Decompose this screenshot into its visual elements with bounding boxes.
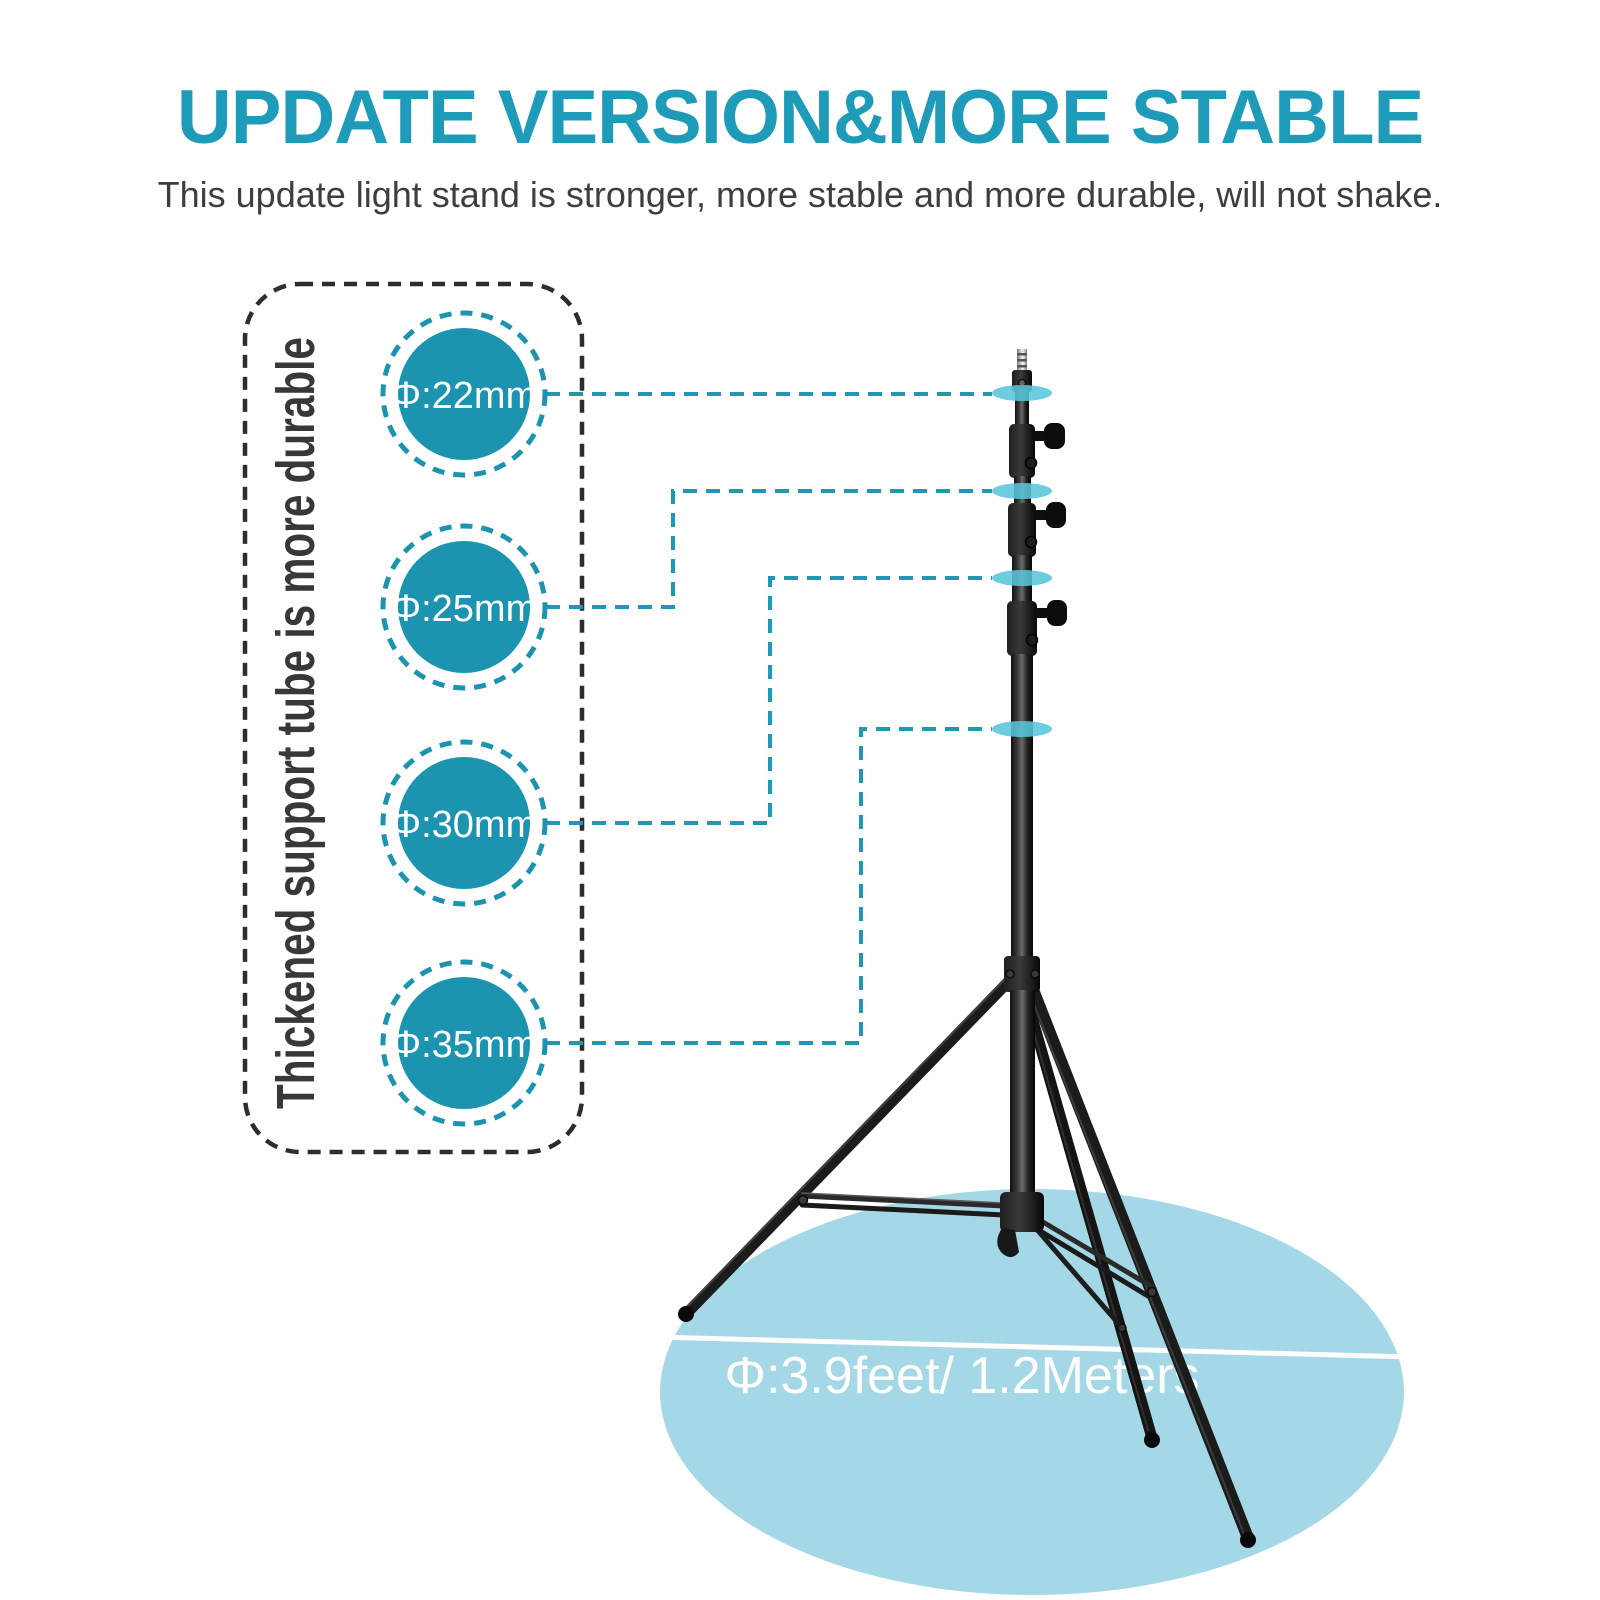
back-leg-highlight <box>1019 983 1149 1431</box>
tripod-legs <box>678 976 1256 1548</box>
tube-section-30mm <box>1011 654 1033 960</box>
locking-knob-2 <box>1046 502 1066 528</box>
right-leg <box>1024 976 1254 1544</box>
page-title: UPDATE VERSION&MORE STABLE <box>176 75 1424 160</box>
knob-stem <box>1034 431 1046 441</box>
collar-bolt <box>1025 633 1039 647</box>
dashed-ring <box>380 739 548 907</box>
base-diameter-label: Φ:3.9feet/ 1.2Meters <box>724 1347 1199 1405</box>
pivot-bolt-right <box>1030 969 1040 979</box>
back-leg-foot <box>1144 1432 1160 1448</box>
pole-highlight-markers <box>992 385 1052 737</box>
spigot-groove <box>1017 353 1027 356</box>
tube-section-35mm <box>1010 990 1035 1196</box>
connector-25mm <box>546 489 992 609</box>
connector-30mm <box>546 576 992 825</box>
base-ellipse <box>660 1189 1404 1595</box>
solid-circle <box>398 757 530 889</box>
highlight-30mm <box>992 570 1052 586</box>
light-stand-illustration <box>678 349 1256 1548</box>
connector-lines <box>546 392 992 1045</box>
highlight-22mm <box>992 385 1052 401</box>
locking-collar-1 <box>1009 424 1035 478</box>
connector-35mm <box>546 727 992 1045</box>
circle-label: Φ:30mm <box>391 804 537 846</box>
left-leg <box>682 976 1014 1318</box>
back-brace-bolt <box>1117 1323 1127 1333</box>
spigot-groove <box>1017 359 1027 362</box>
right-leg-highlight <box>1025 983 1245 1535</box>
solid-circle <box>398 541 530 673</box>
left-leg-highlight <box>685 978 1006 1309</box>
circle-label: Φ:35mm <box>391 1024 537 1066</box>
feature-panel-border <box>242 281 585 1155</box>
pivot-bolt-left <box>1005 969 1015 979</box>
circle-label: Φ:25mm <box>391 588 537 630</box>
left-brace-lower <box>799 1202 1007 1218</box>
locking-collar-2 <box>1008 503 1036 557</box>
diameter-circle-30mm: Φ:30mm <box>380 739 548 907</box>
solid-circle <box>398 328 530 460</box>
collar-bolt <box>1024 535 1038 549</box>
knob-stem <box>1036 608 1048 618</box>
back-leg <box>1016 976 1158 1444</box>
right-brace-bolt <box>1146 1286 1158 1298</box>
diameter-circle-25mm: Φ:25mm <box>380 523 548 691</box>
collar-bolt <box>1024 456 1038 470</box>
brace-hub <box>1000 1192 1044 1232</box>
dashed-ring <box>380 523 548 691</box>
solid-circle <box>398 977 530 1109</box>
left-brace-bolt <box>797 1194 809 1206</box>
left-brace-upper <box>799 1193 1007 1209</box>
highlight-35mm <box>992 721 1052 737</box>
knob-stem <box>1035 510 1047 520</box>
base-diameter-line <box>660 1334 1404 1360</box>
diameter-circle-35mm: Φ:35mm <box>380 959 548 1127</box>
diameter-circle-22mm: Φ:22mm <box>380 310 548 478</box>
hub-hook-clip <box>997 1228 1019 1258</box>
right-leg-foot <box>1240 1532 1256 1548</box>
left-brace-highlight <box>801 1192 1005 1204</box>
dashed-ring <box>380 310 548 478</box>
spigot-groove <box>1017 365 1027 368</box>
highlight-25mm <box>992 483 1052 499</box>
left-leg-foot <box>678 1306 694 1322</box>
dashed-ring <box>380 959 548 1127</box>
circle-label: Φ:22mm <box>391 375 537 417</box>
feature-panel-vertical-label: Thickened support tube is more durable <box>266 337 326 1109</box>
locking-knob-3 <box>1047 600 1067 626</box>
page-subtitle: This update light stand is stronger, mor… <box>157 174 1443 215</box>
locking-knob-1 <box>1044 423 1065 449</box>
leg-pivot-collar <box>1004 956 1040 992</box>
base-footprint: Φ:3.9feet/ 1.2Meters <box>660 1189 1404 1595</box>
locking-collar-3 <box>1007 601 1037 656</box>
diameter-callouts: Φ:22mm Φ:25mm Φ:30mm Φ:35mm <box>380 310 548 1127</box>
